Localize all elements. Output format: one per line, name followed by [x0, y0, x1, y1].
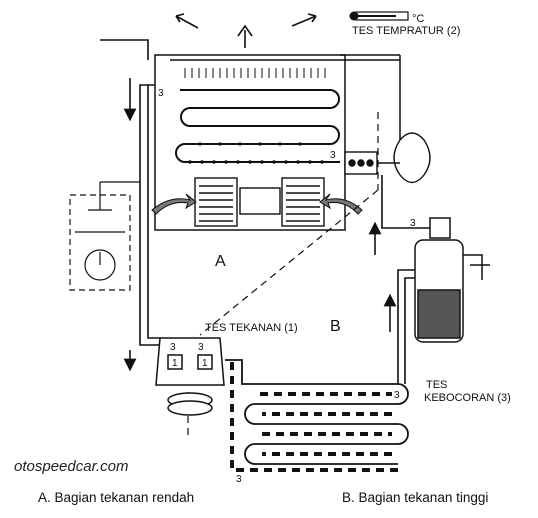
condenser-coil	[225, 359, 409, 465]
leak-test-label-2: KEBOCORAN (3)	[424, 392, 511, 404]
evaporator-fins	[184, 68, 326, 78]
thermometer-icon	[349, 11, 409, 21]
num-3-receiver: 3	[410, 218, 416, 229]
blower-fans	[194, 177, 325, 227]
fan-airflow-arrows	[151, 193, 363, 215]
num-1-compressor-right: 1	[202, 358, 208, 369]
thermostat-switch	[69, 181, 140, 291]
divider-lines	[187, 112, 379, 440]
num-3-evap-top: 3	[158, 88, 164, 99]
temp-test-label: TES TEMPRATUR (2)	[352, 25, 460, 37]
degree-label: °C	[412, 13, 424, 25]
watermark: otospeedcar.com	[14, 458, 129, 475]
caption-low-pressure: A. Bagian tekanan rendah	[38, 490, 195, 505]
num-3-compressor-left: 3	[170, 342, 176, 353]
liquid-line	[368, 175, 440, 384]
pressure-test-label: TES TEKANAN (1)	[205, 322, 298, 334]
evaporator-coil	[175, 89, 340, 163]
condenser-refrigerant-dashes	[230, 362, 398, 472]
leak-test-label-1: TES	[426, 379, 447, 391]
airflow-arrows-top	[175, 13, 317, 48]
num-3-condenser-bottom: 3	[236, 474, 242, 485]
region-a-label: A	[215, 253, 226, 270]
region-b-label: B	[330, 318, 341, 335]
evaporator-coil-dots	[188, 142, 324, 164]
caption-high-pressure: B. Bagian tekanan tinggi	[342, 490, 489, 505]
num-3-compressor-right: 3	[198, 342, 204, 353]
receiver-drier	[414, 217, 490, 343]
suction-line	[100, 39, 160, 372]
expansion-valve	[344, 132, 431, 184]
num-1-compressor-left: 1	[172, 358, 178, 369]
compressor	[155, 337, 225, 416]
evaporator-unit	[154, 54, 401, 231]
num-3-condenser: 3	[394, 390, 400, 401]
num-3-evap-right: 3	[330, 150, 336, 161]
